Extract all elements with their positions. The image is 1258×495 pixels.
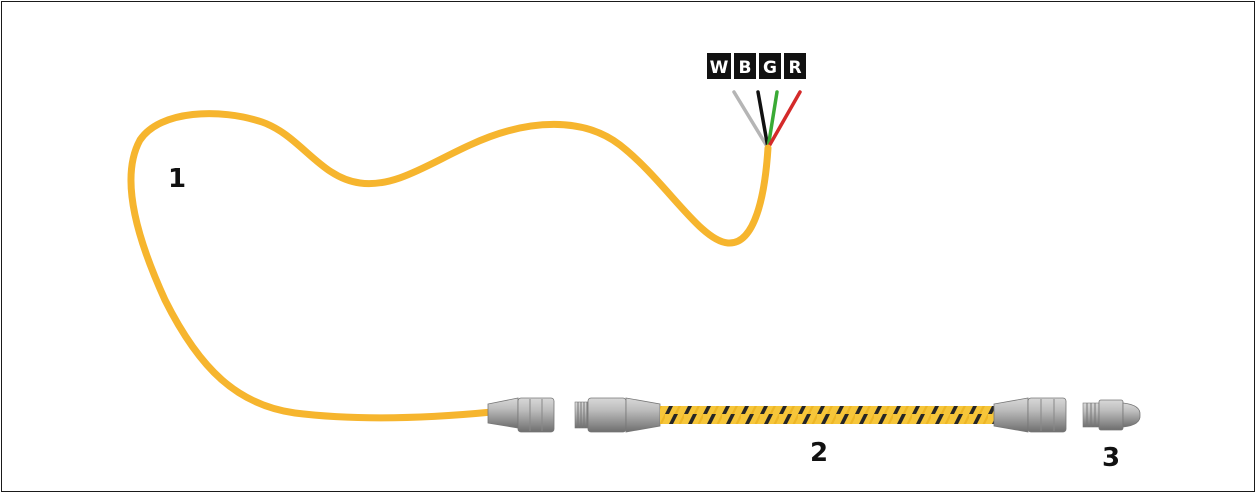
wire-label-g: G xyxy=(763,58,777,78)
extension-right-taper xyxy=(993,397,1029,433)
wire-label-b: B xyxy=(739,58,752,78)
twisted-cable xyxy=(660,406,994,424)
conductor-wires xyxy=(732,90,802,150)
wire-label-box-r xyxy=(784,53,806,79)
callout-extension: 2 xyxy=(810,438,828,468)
extension-left-nut xyxy=(587,397,627,433)
wire-label-box-g xyxy=(759,53,781,79)
black-wire xyxy=(756,90,770,150)
extension-male-thread xyxy=(574,401,590,429)
red-wire xyxy=(766,90,802,150)
extension-left-taper xyxy=(625,397,661,433)
end-terminator xyxy=(1082,399,1141,431)
cable-end-connector xyxy=(487,397,555,433)
callout-terminator: 3 xyxy=(1102,443,1120,473)
extension-right-nut xyxy=(1027,397,1067,433)
extension-cable xyxy=(574,397,1067,433)
wire-label-r: R xyxy=(788,58,801,78)
green-wire xyxy=(766,90,779,150)
white-wire xyxy=(732,90,770,150)
wire-label-box-b xyxy=(734,53,756,79)
callout-cable: 1 xyxy=(168,164,186,194)
sensing-cable xyxy=(127,110,772,422)
wire-labels: W B G R xyxy=(707,53,806,79)
wire-label-box-w xyxy=(707,53,731,79)
wire-label-w: W xyxy=(710,58,729,78)
